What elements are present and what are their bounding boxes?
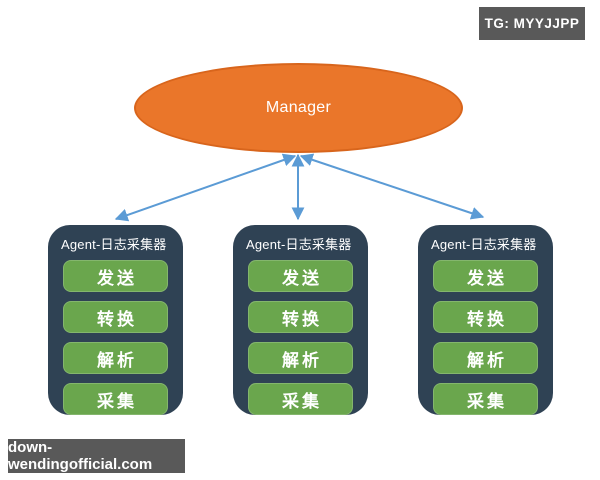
agent-node-title: Agent-日志采集器 (61, 237, 167, 252)
telegram-badge: TG: MYYJJPP (479, 7, 585, 40)
agent-node-title: Agent-日志采集器 (246, 237, 352, 252)
arrow-manager-agent-3 (299, 153, 485, 220)
agent-step-send: 发送 (63, 260, 168, 292)
arrow-manager-agent-1 (114, 153, 297, 222)
agent-step-collect: 采集 (248, 383, 353, 415)
agent-step-collect: 采集 (433, 383, 538, 415)
watermark: down-wendingofficial.com (8, 439, 185, 473)
manager-node: Manager (134, 63, 463, 153)
agent-step-parse: 解析 (248, 342, 353, 374)
agent-step-parse: 解析 (63, 342, 168, 374)
agent-node-title: Agent-日志采集器 (431, 237, 537, 252)
agent-node-1: Agent-日志采集器 发送 转换 解析 采集 (48, 225, 183, 415)
agent-step-send: 发送 (248, 260, 353, 292)
agent-node-2: Agent-日志采集器 发送 转换 解析 采集 (233, 225, 368, 415)
agent-node-3: Agent-日志采集器 发送 转换 解析 采集 (418, 225, 553, 415)
agent-step-convert: 转换 (433, 301, 538, 333)
agent-steps: 发送 转换 解析 采集 (418, 260, 553, 415)
agent-step-parse: 解析 (433, 342, 538, 374)
agent-step-collect: 采集 (63, 383, 168, 415)
agent-step-send: 发送 (433, 260, 538, 292)
agent-steps: 发送 转换 解析 采集 (48, 260, 183, 415)
manager-node-label: Manager (265, 99, 332, 116)
agent-steps: 发送 转换 解析 采集 (233, 260, 368, 415)
agent-step-convert: 转换 (248, 301, 353, 333)
agent-step-convert: 转换 (63, 301, 168, 333)
